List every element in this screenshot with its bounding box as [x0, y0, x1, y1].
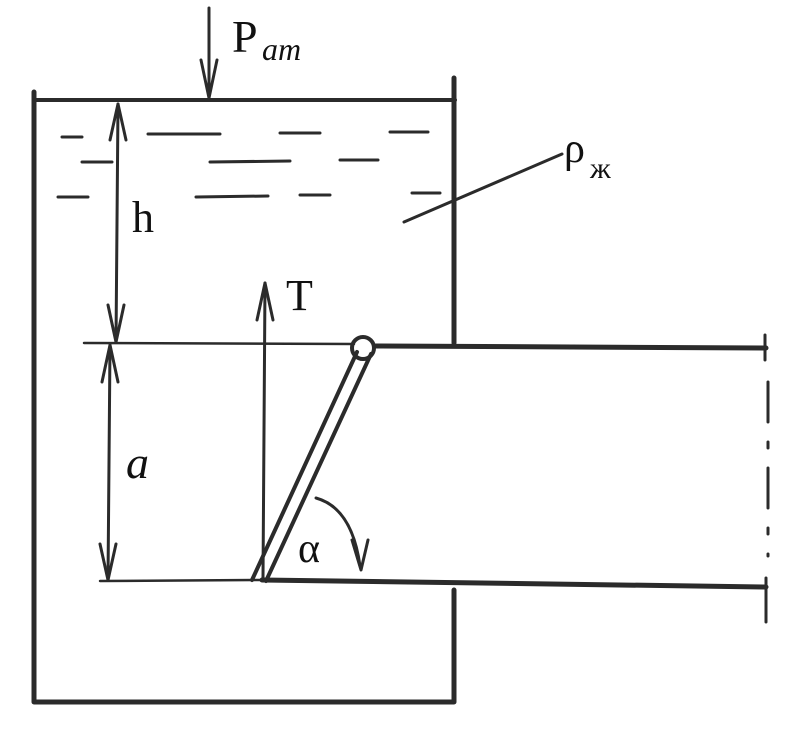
pipe-bottom-extension: [98, 578, 264, 583]
liquid-dashes: [56, 130, 442, 199]
density-label: ρ: [564, 126, 585, 172]
density-subscript: ж: [589, 152, 611, 185]
pipe-top-wall: [373, 343, 769, 351]
h-label: h: [132, 193, 154, 242]
outlet-pipe: [98, 333, 770, 624]
density-leader-line: [402, 152, 564, 224]
gate: [250, 335, 376, 583]
force-t-arrow: [255, 281, 275, 580]
tank-outer-wall: [31, 89, 457, 705]
pipe-bottom-wall: [259, 577, 769, 590]
hinge-level-line: [82, 341, 356, 346]
p-atm-label: P: [232, 11, 258, 62]
p-atm-subscript: ат: [262, 31, 301, 67]
dimension-h: [106, 102, 128, 344]
t-label: T: [286, 271, 313, 320]
atmospheric-pressure-arrow: [199, 6, 219, 100]
alpha-label: α: [298, 526, 320, 572]
hinge-circle: [350, 335, 376, 361]
dimension-a: [98, 343, 120, 582]
angle-alpha-arc: [314, 496, 370, 572]
tank: [31, 75, 457, 705]
a-label: a: [126, 437, 149, 488]
